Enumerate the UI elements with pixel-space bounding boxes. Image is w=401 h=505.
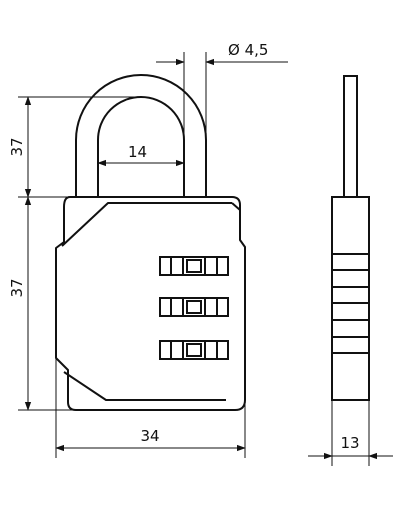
side-body (331, 196, 370, 401)
side-view (331, 75, 370, 401)
dimension-lines (18, 52, 393, 466)
dimension-label-body-height: 37 (8, 278, 26, 297)
shackle (75, 74, 207, 197)
dimension-label-body-width: 34 (140, 427, 159, 445)
side-shackle (343, 75, 358, 198)
dimension-label-shackle-height: 37 (8, 137, 26, 156)
dimension-label-shackle-width: 14 (128, 143, 147, 161)
dial-3 (159, 340, 229, 360)
dimension-label-thickness: 13 (340, 434, 359, 452)
dial-group (159, 256, 229, 360)
lock-body-bevel-line (61, 202, 232, 247)
lock-body-inner-edge (231, 202, 241, 235)
lock-body-lower-bevel (63, 371, 226, 401)
dial-2 (159, 297, 229, 317)
shackle-outer-outline (75, 74, 207, 197)
dial-1 (159, 256, 229, 276)
dimension-label-diameter: Ø 4,5 (228, 41, 268, 59)
